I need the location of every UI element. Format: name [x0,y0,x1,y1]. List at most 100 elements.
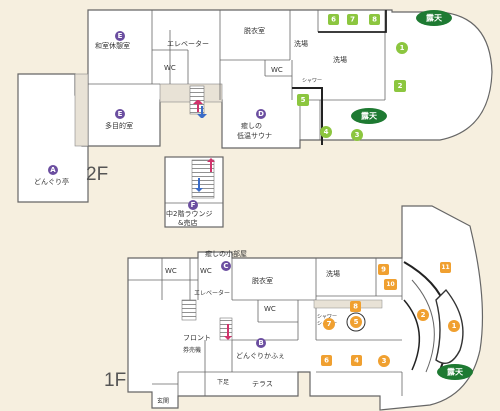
bath-1f-10[interactable]: 10 [384,279,397,290]
room-gesoku-label: 下足 [217,379,229,386]
bath-area-outline-2f [292,87,323,145]
svg-text:2: 2 [421,311,426,319]
bath-2f-6[interactable]: 6 [328,14,339,25]
room-shower-2f-label: シャワー [302,78,322,84]
walls-1f [128,258,403,396]
svg-text:11: 11 [441,264,449,271]
elevator-arrow-2f [193,100,207,118]
svg-text:7: 7 [327,320,332,328]
svg-text:6: 6 [324,357,329,365]
room-wc-1f-label: WC [165,267,177,275]
bath-2f-2[interactable]: 2 [394,80,406,92]
svg-text:3: 3 [382,357,387,365]
room-senba1-2f-label: 洗場 [294,39,308,48]
svg-text:E: E [118,110,123,118]
bath-2f-3[interactable]: 3 [351,129,363,141]
rotenburo-1f-inner [403,299,421,371]
room-genkan-label: 玄関 [157,397,169,405]
floor-2f [17,9,493,228]
rotenburo-1f-inner2 [411,279,435,373]
bath-1f-4[interactable]: 4 [351,355,362,366]
bath-1f-11[interactable]: 11 [440,262,451,273]
svg-text:2: 2 [398,82,403,90]
svg-text:8: 8 [372,16,377,24]
stairs-1f-lower [181,299,197,321]
rotenburo-badge-1f[interactable]: 露天 [437,364,473,380]
svg-text:F: F [191,201,196,209]
room-cafe-label: どんぐりかふぇ [236,352,285,360]
rotenburo-label-2f-mid: 露天 [361,111,378,121]
room-terrace-label: テラス [252,380,273,388]
room-koheya-label: 癒しの小部屋 [205,249,247,258]
building-outline-1f [127,205,484,411]
svg-text:B: B [258,339,263,347]
corridor-2f-left [74,73,89,147]
svg-text:7: 7 [350,16,355,24]
room-wc2-2f-label: WC [271,66,283,74]
elevator-arrow-1f [224,324,232,340]
marker-e1[interactable]: E [115,31,125,41]
room-washitsu-label: 和室休憩室 [95,41,130,50]
svg-text:10: 10 [386,281,394,288]
bath-2f-1[interactable]: 1 [396,42,408,54]
svg-text:5: 5 [301,96,306,104]
bath-1f-3[interactable]: 3 [378,355,390,367]
marker-d[interactable]: D [256,109,266,119]
walls-2f [88,10,386,148]
room-wc-2f-label: WC [164,64,176,72]
svg-text:9: 9 [381,266,386,274]
svg-text:1: 1 [452,322,457,330]
marker-b[interactable]: B [256,338,266,348]
room-front-label: フロント [183,334,211,342]
svg-text:4: 4 [354,357,359,365]
room-dongurutei-label: どんぐり亭 [34,177,69,186]
marker-c[interactable]: C [221,261,231,271]
room-sauna-label-1: 癒しの [241,121,262,130]
room-datsui-1f-label: 脱衣室 [252,276,273,285]
svg-text:8: 8 [353,303,358,311]
room-lounge-label-1: 中2階ラウンジ [166,209,212,218]
floor-1f [127,205,484,411]
room-wc3-1f-label: WC [264,305,276,313]
bath-1f-8[interactable]: 8 [350,301,361,312]
bath-1f-1[interactable]: 1 [448,320,460,332]
rotenburo-badge-2f-top[interactable]: 露天 [416,10,452,26]
bath-1f-2[interactable]: 2 [417,309,429,321]
rotenburo-badge-2f-mid[interactable]: 露天 [351,108,387,124]
bath-1f-9[interactable]: 9 [378,264,389,275]
bath-1f-5[interactable]: 5 [350,316,362,328]
bath-2f-8[interactable]: 8 [369,14,380,25]
room-kenbaiki-label: 券売機 [183,346,201,354]
svg-text:3: 3 [355,131,360,139]
room-wc2-1f-label: WC [200,267,212,275]
bath-area-outline-2f-top [318,10,387,33]
rotenburo-label-1f: 露天 [447,367,464,377]
shower-room-1f [313,299,383,309]
room-senba2-2f-label: 洗場 [333,55,347,64]
room-sauna-label-2: 低温サウナ [237,131,272,140]
elevator-arrow-mezz [195,158,215,192]
marker-a[interactable]: A [48,165,58,175]
svg-text:C: C [223,262,228,270]
svg-text:6: 6 [331,16,336,24]
bath-2f-4[interactable]: 4 [320,126,332,138]
bath-1f-7[interactable]: 7 [323,318,335,330]
floor-label-2f: 2F [86,164,108,185]
bath-2f-7[interactable]: 7 [347,14,358,25]
rotenburo-label-2f-top: 露天 [426,13,443,23]
bath-1f-6[interactable]: 6 [321,355,332,366]
svg-text:A: A [50,166,56,174]
bath-2f-5[interactable]: 5 [297,94,309,106]
room-tamokuteki-label: 多目的室 [105,121,133,130]
svg-text:E: E [118,32,123,40]
marker-f[interactable]: F [188,200,198,210]
room-datsui-2f-label: 脱衣室 [244,26,265,35]
room-senba-1f-label: 洗場 [326,269,340,278]
room-elevator-1f-label: エレベーター [194,289,230,297]
svg-text:5: 5 [354,318,359,326]
marker-e2[interactable]: E [115,109,125,119]
room-lounge-label-2: &売店 [178,218,197,227]
svg-text:1: 1 [400,44,405,52]
